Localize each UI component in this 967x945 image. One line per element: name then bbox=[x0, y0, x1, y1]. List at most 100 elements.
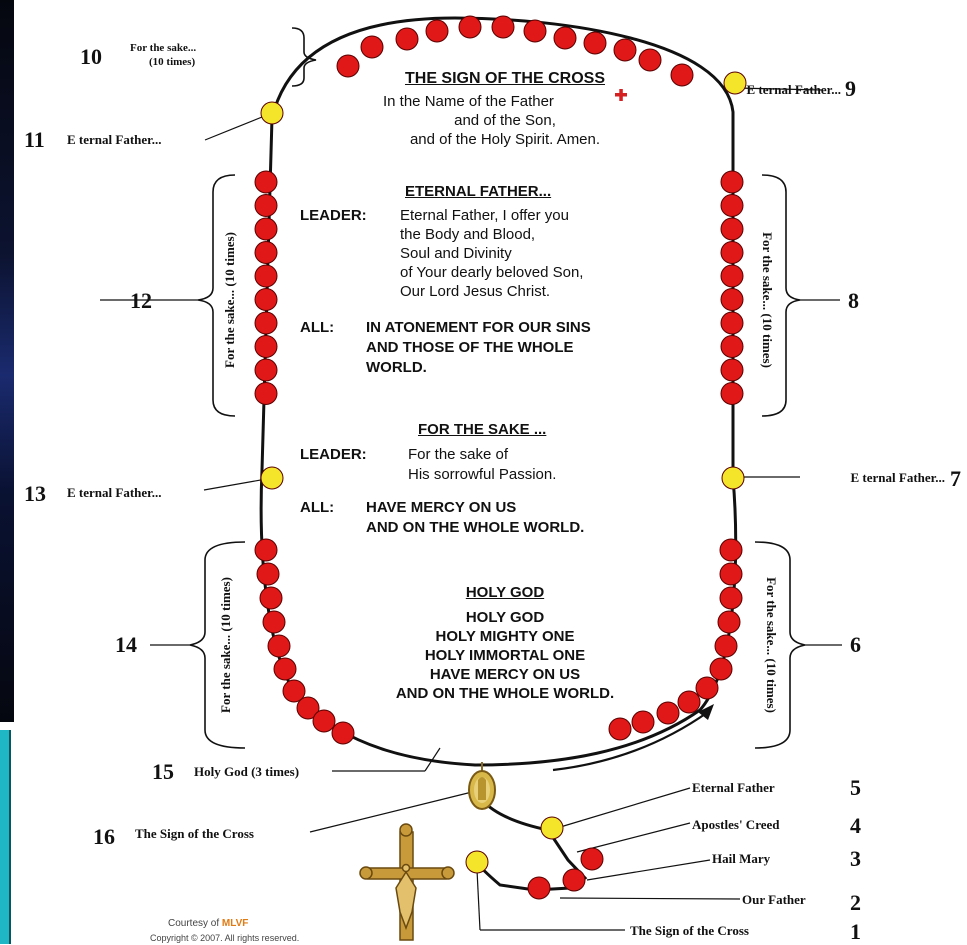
red-bead bbox=[696, 677, 718, 699]
step-12-number: 12 bbox=[130, 288, 152, 314]
step-9-label: E ternal Father... bbox=[733, 82, 841, 98]
red-bead bbox=[721, 171, 743, 193]
red-bead bbox=[263, 611, 285, 633]
sake-leader-label: LEADER: bbox=[300, 446, 367, 464]
holy-line-1: HOLY GOD bbox=[380, 609, 630, 627]
copyright-line: Copyright © 2007. All rights reserved. bbox=[150, 933, 299, 943]
step-5-label: Eternal Father bbox=[692, 780, 775, 796]
red-bead bbox=[721, 383, 743, 405]
eternal-all-1: IN ATONEMENT FOR OUR SINS bbox=[366, 319, 591, 337]
red-bead bbox=[255, 336, 277, 358]
red-bead bbox=[255, 218, 277, 240]
eternal-all-label: ALL: bbox=[300, 319, 334, 337]
credit-line: Courtesy of MLVF bbox=[168, 918, 248, 929]
red-bead bbox=[721, 359, 743, 381]
red-bead bbox=[268, 635, 290, 657]
step-6-number: 6 bbox=[850, 632, 861, 658]
red-bead bbox=[313, 710, 335, 732]
red-bead bbox=[720, 539, 742, 561]
step-8-number: 8 bbox=[848, 288, 859, 314]
eternal-leader-label: LEADER: bbox=[300, 207, 367, 225]
eternal-leader-5: Our Lord Jesus Christ. bbox=[400, 283, 550, 301]
step-1-number: 1 bbox=[850, 919, 861, 945]
step-15-number: 15 bbox=[152, 759, 174, 785]
step-10-label: For the sake... bbox=[130, 42, 196, 54]
red-bead bbox=[721, 312, 743, 334]
step-15-label: Holy God (3 times) bbox=[194, 764, 299, 780]
red-bead bbox=[361, 36, 383, 58]
sake-leader-2: His sorrowful Passion. bbox=[408, 466, 556, 484]
red-bead bbox=[255, 265, 277, 287]
red-bead bbox=[710, 658, 732, 680]
holy-line-3: HOLY IMMORTAL ONE bbox=[380, 647, 630, 665]
step-1-label: The Sign of the Cross bbox=[630, 923, 749, 939]
eternal-leader-1: Eternal Father, I offer you bbox=[400, 207, 569, 225]
step-8-label: For the sake... (10 times) bbox=[759, 232, 775, 368]
yellow-bead bbox=[261, 467, 283, 489]
step-16-number: 16 bbox=[93, 824, 115, 850]
yellow-bead bbox=[541, 817, 563, 839]
crucifix-icon bbox=[360, 824, 454, 940]
step-13-label: E ternal Father... bbox=[67, 485, 161, 501]
holy-line-2: HOLY MIGHTY ONE bbox=[380, 628, 630, 646]
step-3-number: 3 bbox=[850, 846, 861, 872]
step-3-label: Hail Mary bbox=[712, 851, 770, 867]
red-bead bbox=[524, 20, 546, 42]
yellow-bead bbox=[261, 102, 283, 124]
red-bead bbox=[632, 711, 654, 733]
red-bead bbox=[721, 265, 743, 287]
credit-brand: MLVF bbox=[222, 918, 248, 929]
red-cross-icon bbox=[615, 89, 627, 101]
eternal-leader-2: the Body and Blood, bbox=[400, 226, 535, 244]
sign-line-2: and of the Son, bbox=[380, 112, 630, 130]
step-14-number: 14 bbox=[115, 632, 137, 658]
red-bead bbox=[718, 611, 740, 633]
red-bead bbox=[609, 718, 631, 740]
red-bead bbox=[274, 658, 296, 680]
red-bead bbox=[337, 55, 359, 77]
red-bead bbox=[639, 49, 661, 71]
sign-heading: THE SIGN OF THE CROSS bbox=[380, 70, 630, 88]
red-bead bbox=[492, 16, 514, 38]
red-bead bbox=[554, 27, 576, 49]
step-14-label: For the sake... (10 times) bbox=[218, 577, 234, 713]
eternal-leader-3: Soul and Divinity bbox=[400, 245, 512, 263]
red-bead bbox=[721, 336, 743, 358]
red-bead bbox=[657, 702, 679, 724]
step-13-number: 13 bbox=[24, 481, 46, 507]
credit-prefix: Courtesy of bbox=[168, 918, 222, 929]
red-bead bbox=[721, 218, 743, 240]
red-bead bbox=[260, 587, 282, 609]
step-12-label: For the sake... (10 times) bbox=[222, 232, 238, 368]
holy-heading: HOLY GOD bbox=[380, 584, 630, 602]
yellow-bead bbox=[722, 467, 744, 489]
yellow-bead bbox=[466, 851, 488, 873]
step-7-label: E ternal Father... bbox=[800, 470, 945, 486]
red-bead bbox=[563, 869, 585, 891]
red-bead bbox=[255, 242, 277, 264]
step-10-number: 10 bbox=[80, 44, 102, 70]
red-bead bbox=[255, 359, 277, 381]
red-bead bbox=[581, 848, 603, 870]
sake-heading: FOR THE SAKE ... bbox=[418, 421, 546, 439]
step-10-label-2: (10 times) bbox=[149, 56, 195, 68]
red-bead bbox=[720, 587, 742, 609]
sign-line-3: and of the Holy Spirit. Amen. bbox=[370, 131, 640, 149]
sign-line-1: In the Name of the Father bbox=[383, 93, 554, 111]
holy-line-5: AND ON THE WHOLE WORLD. bbox=[360, 685, 650, 703]
step-11-label: E ternal Father... bbox=[67, 132, 161, 148]
red-bead bbox=[721, 289, 743, 311]
red-bead bbox=[671, 64, 693, 86]
red-bead bbox=[678, 691, 700, 713]
red-bead bbox=[257, 563, 279, 585]
red-bead bbox=[255, 539, 277, 561]
step-7-number: 7 bbox=[950, 466, 961, 492]
red-bead bbox=[255, 195, 277, 217]
red-bead bbox=[715, 635, 737, 657]
red-bead bbox=[255, 289, 277, 311]
bracket-10 bbox=[292, 28, 316, 86]
eternal-all-3: WORLD. bbox=[366, 359, 427, 377]
red-bead bbox=[584, 32, 606, 54]
step-2-label: Our Father bbox=[742, 892, 806, 908]
